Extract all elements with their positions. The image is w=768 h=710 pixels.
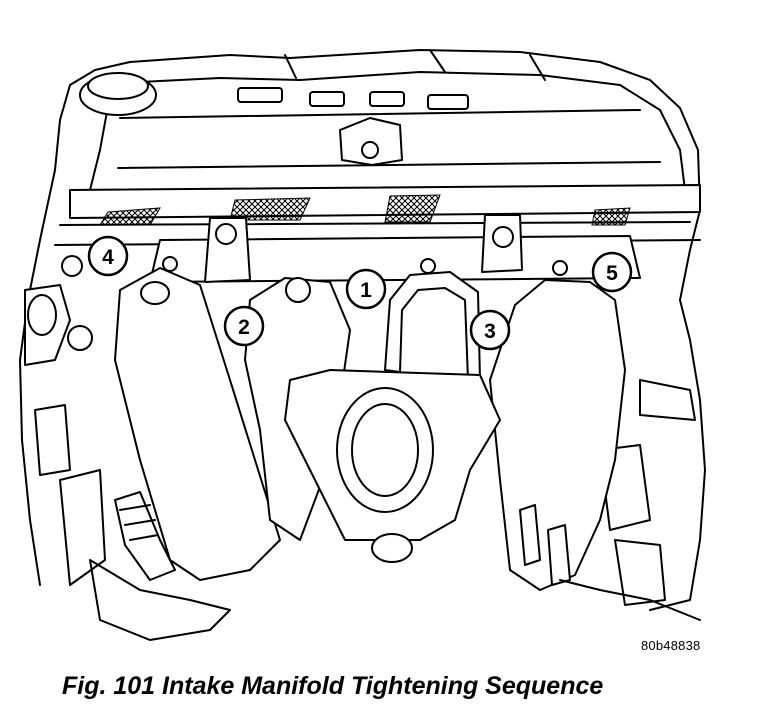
callout-3 xyxy=(469,309,511,351)
callout-5 xyxy=(591,251,633,293)
figure-caption: Fig. 101 Intake Manifold Tightening Sequ… xyxy=(62,672,604,700)
callout-5-label: 5 xyxy=(606,262,618,285)
callout-3-label: 3 xyxy=(484,320,496,343)
callout-1-label: 1 xyxy=(360,279,372,302)
figure-reference-code: 80b48838 xyxy=(641,638,701,653)
callout-2-label: 2 xyxy=(238,316,250,339)
callout-4 xyxy=(87,235,129,277)
callout-4-label: 4 xyxy=(102,246,114,269)
sensor-connector xyxy=(114,491,176,581)
intake-runner xyxy=(114,267,281,581)
callout-1 xyxy=(345,268,387,310)
callout-2 xyxy=(223,305,265,347)
